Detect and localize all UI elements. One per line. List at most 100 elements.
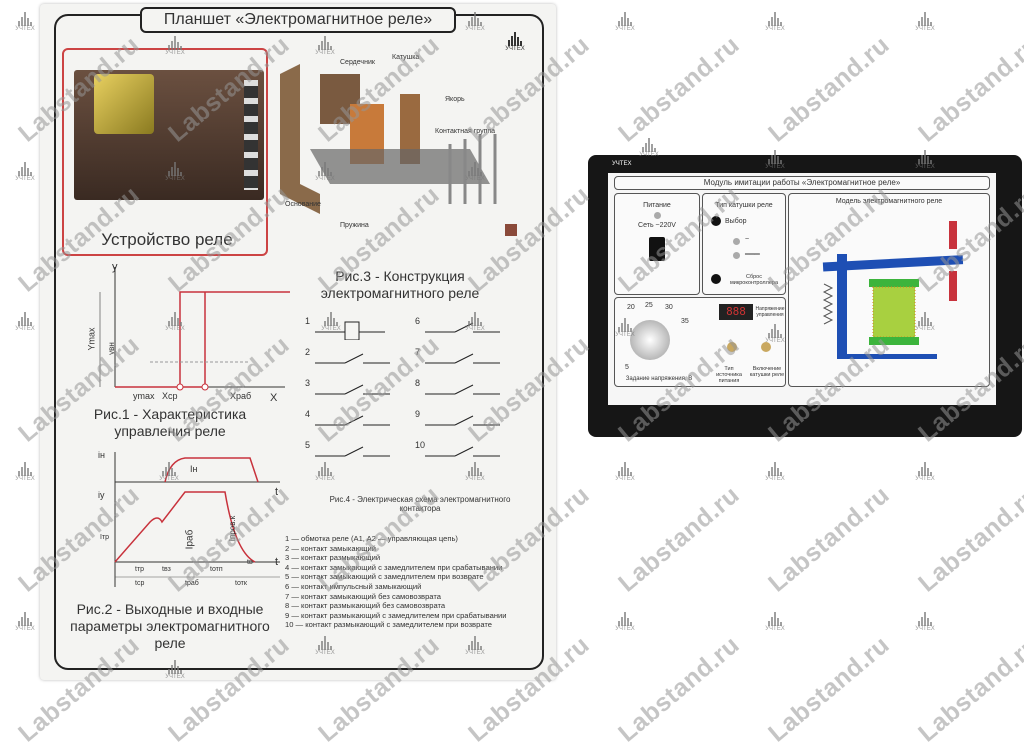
symbol-number: 8 bbox=[415, 378, 421, 388]
input-current-curve bbox=[114, 491, 256, 563]
fig1-xrab-tick: Xраб bbox=[230, 391, 252, 401]
panel-brand: УЧТЕХ bbox=[612, 161, 632, 167]
select-button[interactable] bbox=[711, 216, 721, 226]
power-section: Питание Сеть ~220V bbox=[614, 193, 700, 295]
fig2-ttr: tтр bbox=[135, 566, 145, 573]
ac-symbol: ~ bbox=[745, 236, 750, 243]
contact-symbol-icon bbox=[315, 321, 385, 340]
schematic-symbol: 6 bbox=[415, 314, 515, 342]
reset-button[interactable] bbox=[711, 274, 721, 284]
symbol-number: 9 bbox=[415, 409, 421, 419]
relay-model-label: Модель электромагнитного реле bbox=[835, 198, 943, 205]
labstand-watermark: Labstand.ru bbox=[913, 630, 1024, 748]
contact-symbol-icon bbox=[315, 415, 390, 426]
fig2-Irab: Iраб bbox=[184, 529, 196, 550]
legend-item: 8 — контакт размыкающий без самовозврата bbox=[285, 601, 446, 611]
schematic-symbol: 10 bbox=[415, 438, 515, 466]
fig2-iy: iу bbox=[98, 490, 105, 500]
voltage-knob[interactable] bbox=[630, 320, 670, 360]
base-plate bbox=[310, 149, 490, 184]
poster-title: Планшет «Электромагнитное реле» bbox=[140, 7, 456, 33]
coil-enable-toggle[interactable] bbox=[761, 342, 771, 352]
display-label: Напряжение управления bbox=[755, 306, 785, 318]
label-core: Сердечник bbox=[340, 59, 375, 66]
contact-symbol-icon bbox=[315, 353, 390, 364]
label-armature: Якорь bbox=[445, 96, 465, 103]
poster: Планшет «Электромагнитное реле» УЧТЕХ Ус… bbox=[40, 4, 556, 680]
power-switch[interactable] bbox=[649, 237, 665, 261]
select-label: Выбор bbox=[725, 218, 747, 225]
schematic-symbol: 3 bbox=[305, 376, 405, 404]
uchtech-logo-watermark: УЧТЕХ bbox=[12, 12, 38, 32]
labstand-watermark: Labstand.ru bbox=[913, 30, 1024, 148]
knob-tick: 30 bbox=[665, 304, 673, 311]
symbol-number: 2 bbox=[305, 347, 311, 357]
fig2-totp: tотп bbox=[210, 566, 223, 573]
control-section: 20 25 30 35 5 Задание напряжения, В 888 … bbox=[614, 297, 786, 387]
symbol-number: 1 bbox=[305, 316, 311, 326]
fig1-yvn-axis: yвн bbox=[106, 342, 116, 355]
legend-item: 10 — контакт размыкающий с замедлителем … bbox=[285, 620, 492, 630]
symbol-number: 7 bbox=[415, 347, 421, 357]
output-current-curve bbox=[164, 457, 259, 483]
schematic-symbol: 9 bbox=[415, 407, 515, 435]
legend-item: 2 — контакт замыкающий bbox=[285, 543, 376, 553]
uchtech-logo-watermark: УЧТЕХ bbox=[912, 612, 938, 632]
legend-item: 7 — контакт замыкающий без самовозврата bbox=[285, 591, 441, 601]
contact-symbol-icon bbox=[425, 384, 500, 395]
fig2-in: iн bbox=[98, 450, 105, 460]
panel-title: Модуль имитации работы «Электромагнитное… bbox=[614, 176, 990, 190]
coil-type-label: Тип катушки реле bbox=[715, 202, 773, 209]
uchtech-logo-watermark: УЧТЕХ bbox=[912, 12, 938, 32]
legend-item: 5 — контакт замыкающий с замедлителем пр… bbox=[285, 572, 484, 582]
power-lamp bbox=[653, 212, 661, 219]
labstand-watermark: Labstand.ru bbox=[763, 630, 895, 748]
source-type-toggle[interactable] bbox=[727, 342, 737, 352]
label-coil: Катушка bbox=[392, 54, 420, 61]
relay-coil bbox=[94, 74, 154, 134]
relay-terminals bbox=[244, 80, 258, 190]
schematic-symbol: 5 bbox=[305, 438, 405, 466]
source-type-label: Тип источника питания bbox=[716, 366, 742, 384]
uchtech-logo-watermark: УЧТЕХ bbox=[612, 612, 638, 632]
knob-tick: 35 bbox=[681, 318, 689, 325]
relay-caption: Устройство реле bbox=[101, 230, 233, 249]
uchtech-logo-watermark: УЧТЕХ bbox=[912, 462, 938, 482]
labstand-watermark: Labstand.ru bbox=[763, 480, 895, 598]
poster-logo: УЧТЕХ bbox=[502, 32, 528, 52]
fig1-xcp-tick: Xср bbox=[162, 391, 178, 401]
uchtech-logo-watermark: УЧТЕХ bbox=[12, 612, 38, 632]
labstand-watermark: Labstand.ru bbox=[613, 30, 745, 148]
fig2-In: Iн bbox=[190, 464, 198, 474]
fig2-totk: tотк bbox=[235, 580, 247, 587]
relay-control-characteristic-chart bbox=[99, 267, 290, 391]
dc-symbol: ═══ bbox=[745, 251, 760, 258]
power-label: Питание bbox=[643, 202, 671, 209]
contact-symbol-icon bbox=[425, 415, 500, 426]
fig1-ymax-tick: ymax bbox=[133, 391, 155, 401]
schematic-symbol: 4 bbox=[305, 407, 405, 435]
fig2-tvz: tвз bbox=[162, 566, 171, 573]
label-base: Основание bbox=[285, 201, 321, 208]
knob-tick: 5 bbox=[625, 364, 629, 371]
base-bracket bbox=[280, 64, 320, 214]
relay-device-box: Устройство реле bbox=[62, 48, 268, 256]
legend-item: 9 — контакт размыкающий с замедлителем п… bbox=[285, 610, 507, 620]
schematic-symbol: 1 bbox=[305, 314, 405, 342]
legend-list: 1 — обмотка реле (A1, A2 — управляющая ц… bbox=[285, 534, 507, 630]
fig2-t-top: t bbox=[275, 486, 279, 498]
contactor-schematic: 1 2 3 4 5 6 7 8 9 10 bbox=[305, 314, 535, 474]
relay-photo bbox=[74, 70, 264, 200]
fig2-Iprov: Iпров.к bbox=[228, 515, 238, 542]
symbol-number: 10 bbox=[415, 440, 426, 450]
contact-symbol-icon bbox=[425, 322, 500, 333]
fig2-trab: tраб bbox=[185, 580, 199, 587]
label-spring: Пружина bbox=[340, 222, 369, 229]
contact-symbol-icon bbox=[425, 446, 500, 457]
dc-lamp bbox=[733, 252, 740, 259]
labstand-watermark: Labstand.ru bbox=[613, 480, 745, 598]
symbol-number: 6 bbox=[415, 316, 421, 326]
coil-enable-label: Включение катушки реле bbox=[749, 366, 785, 378]
